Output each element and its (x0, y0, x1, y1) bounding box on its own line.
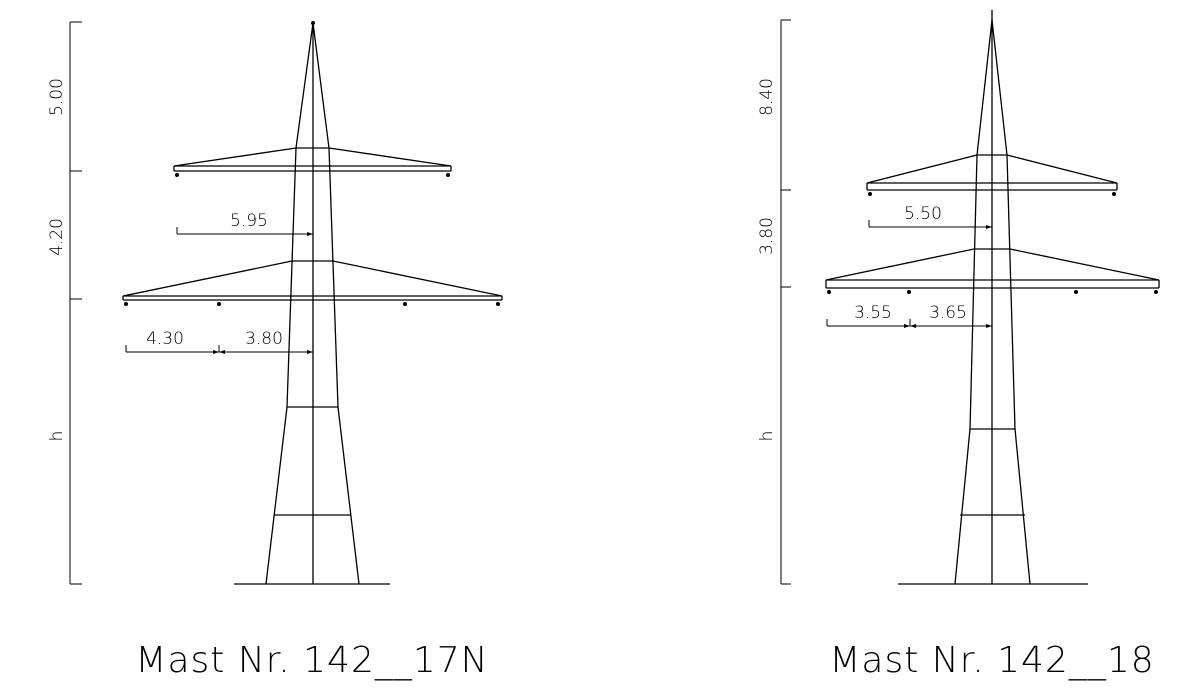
vdim-height: h (757, 431, 777, 442)
hdim-upper-line (868, 220, 992, 229)
hdim-lower-line (826, 319, 992, 328)
tower-body (234, 22, 390, 585)
hdim-upper-line (176, 227, 313, 236)
tower-body (898, 10, 1088, 585)
hdim-lower-inner: 3.80 (245, 329, 283, 349)
mast-title: Mast Nr. 142__18 (829, 640, 1154, 681)
mast-17n: 5.00 4.20 h (47, 21, 503, 681)
hdim-lower-outer: 4.30 (146, 329, 184, 349)
hdim-lower-outer: 3.55 (854, 303, 892, 323)
lower-crossarm (825, 248, 1160, 294)
hdim-lower-line (125, 345, 313, 354)
vdim-top: 5.00 (47, 78, 67, 116)
mast-18: 8.40 3.80 h (757, 10, 1160, 681)
upper-crossarm (173, 147, 452, 177)
lower-crossarm (122, 260, 503, 306)
upper-crossarm (866, 154, 1118, 196)
vdim-middle: 3.80 (757, 217, 777, 255)
vdim-middle: 4.20 (47, 218, 67, 256)
hdim-lower-inner: 3.65 (929, 303, 967, 323)
vertical-dimension-line (780, 19, 791, 585)
vertical-dimension-line (69, 21, 82, 585)
hdim-upper: 5.50 (904, 204, 942, 224)
vdim-height: h (47, 431, 67, 442)
mast-title: Mast Nr. 142__17N (135, 640, 488, 681)
hdim-upper: 5.95 (230, 211, 268, 231)
vdim-top: 8.40 (757, 78, 777, 116)
